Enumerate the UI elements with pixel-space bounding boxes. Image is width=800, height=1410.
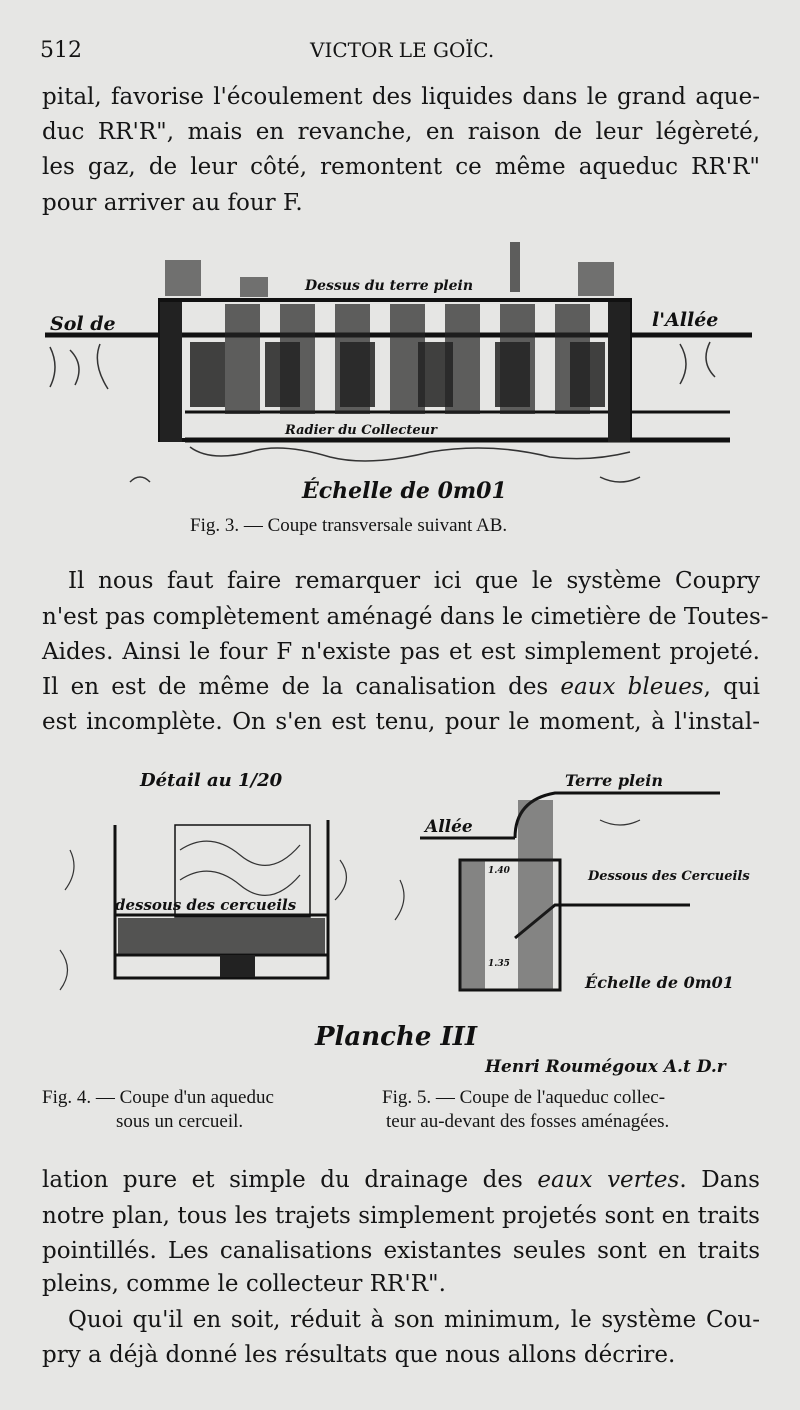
figure-5-caption: Fig. 5. — Coupe de l'aqueduc collec- bbox=[382, 1087, 666, 1108]
figure-4-caption: sous un cercueil. bbox=[116, 1111, 244, 1132]
figure-5-caption: teur au-devant des fosses aménagées. bbox=[386, 1111, 670, 1132]
figure-4-5-illustration: Détail au 1/20 dessous des cercueils Ter… bbox=[59, 770, 750, 1077]
label-sol: Sol de bbox=[50, 313, 116, 335]
label-radier: Radier du Collecteur bbox=[284, 423, 438, 438]
text-line: pleins, comme le collecteur RR'R". bbox=[42, 1271, 446, 1297]
label-terre-plein: Terre plein bbox=[565, 771, 663, 790]
text-line: Il en est de même de la canalisation des… bbox=[42, 674, 760, 700]
page-number: 512 bbox=[40, 38, 82, 63]
figure-3-caption: Fig. 3. — Coupe transversale suivant AB. bbox=[190, 515, 508, 536]
text-line: notre plan, tous les trajets simplement … bbox=[42, 1203, 760, 1229]
figure-3-illustration: Dessus du terre plein Sol de l'Allée Rad… bbox=[45, 242, 752, 504]
text-line: pry a déjà donné les résultats que nous … bbox=[42, 1342, 676, 1368]
text-line: pointillés. Les canalisations existantes… bbox=[42, 1238, 760, 1264]
label-coffins: dessous des cercueils bbox=[115, 896, 297, 914]
text-line: Il nous faut faire remarquer ici que le … bbox=[68, 568, 760, 594]
text-line: pital, favorise l'écoulement des liquide… bbox=[42, 84, 760, 110]
text-line: lation pure et simple du drainage des ea… bbox=[42, 1167, 760, 1193]
figure-4-caption: Fig. 4. — Coupe d'un aqueduc bbox=[42, 1087, 274, 1108]
label-detail: Détail au 1/20 bbox=[139, 770, 283, 791]
label-allee: l'Allée bbox=[652, 309, 718, 331]
text-line: Quoi qu'il en soit, réduit à son minimum… bbox=[68, 1307, 760, 1333]
label-measure: 1.35 bbox=[488, 959, 510, 969]
text-line: Aides. Ainsi le four F n'existe pas et e… bbox=[42, 639, 760, 665]
text-line: les gaz, de leur côté, remontent ce même… bbox=[42, 154, 760, 180]
text-line: duc RR'R", mais en revanche, en raison d… bbox=[42, 119, 760, 145]
text-line: n'est pas complètement aménagé dans le c… bbox=[42, 604, 769, 630]
label-scale: Échelle de 0m01 bbox=[301, 477, 507, 504]
label-plate: Planche III bbox=[314, 1022, 478, 1052]
label-dessous: Dessous des Cercueils bbox=[587, 869, 750, 884]
label-dessus: Dessus du terre plein bbox=[304, 278, 473, 294]
running-title: VICTOR LE GOÏC. bbox=[310, 38, 495, 62]
label-measure: 1.40 bbox=[488, 866, 511, 876]
label-scale: Échelle de 0m01 bbox=[584, 972, 734, 992]
signature: Henri Roumégoux A.t D.r bbox=[484, 1057, 727, 1077]
text-line: pour arriver au four F. bbox=[42, 190, 303, 216]
label-allee: Allée bbox=[423, 817, 473, 837]
text-line: est incomplète. On s'en est tenu, pour l… bbox=[42, 709, 760, 735]
